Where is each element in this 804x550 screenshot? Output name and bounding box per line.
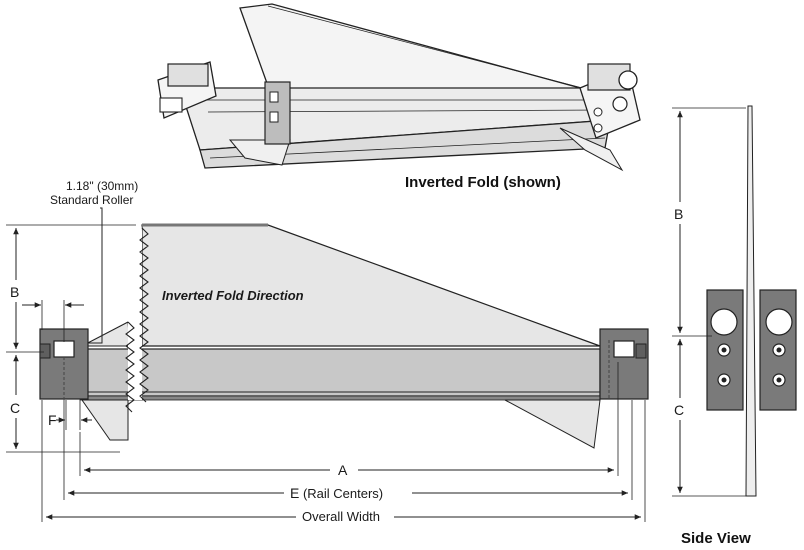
side-view-caption: Side View bbox=[681, 530, 751, 547]
svg-text:B: B bbox=[10, 284, 19, 300]
dimension-c-side: C bbox=[672, 335, 746, 497]
dimension-b-side: B bbox=[672, 107, 746, 333]
dimension-a: A bbox=[84, 462, 614, 478]
svg-text:B: B bbox=[674, 206, 683, 222]
top-view-caption: Inverted Fold (shown) bbox=[405, 174, 561, 191]
dimension-c-front: C bbox=[6, 351, 120, 453]
svg-text:Overall Width: Overall Width bbox=[302, 509, 380, 524]
side-fabric bbox=[745, 105, 757, 497]
dimension-overall-width: Overall Width bbox=[46, 509, 641, 524]
front-view bbox=[39, 223, 649, 449]
dimension-b-front: B bbox=[6, 224, 136, 349]
svg-text:C: C bbox=[674, 402, 684, 418]
roller-width-ticks bbox=[22, 300, 84, 342]
dimension-e: E (Rail Centers) bbox=[68, 485, 628, 501]
svg-text:C: C bbox=[10, 400, 20, 416]
svg-text:E (Rail Centers): E (Rail Centers) bbox=[290, 485, 383, 501]
front-rail bbox=[79, 348, 601, 397]
isometric-view bbox=[157, 3, 641, 172]
right-end-bracket bbox=[599, 328, 649, 400]
roller-leader bbox=[88, 207, 103, 344]
roller-type-label: Standard Roller bbox=[50, 193, 133, 207]
fold-direction-label: Inverted Fold Direction bbox=[162, 288, 304, 303]
break-line bbox=[128, 225, 142, 400]
svg-text:A: A bbox=[338, 462, 348, 478]
roller-size-label: 1.18" (30mm) bbox=[66, 179, 138, 193]
svg-text:F: F bbox=[48, 412, 57, 428]
side-view bbox=[706, 105, 797, 497]
dimension-f: F bbox=[48, 400, 92, 430]
front-fabric bbox=[141, 224, 601, 347]
